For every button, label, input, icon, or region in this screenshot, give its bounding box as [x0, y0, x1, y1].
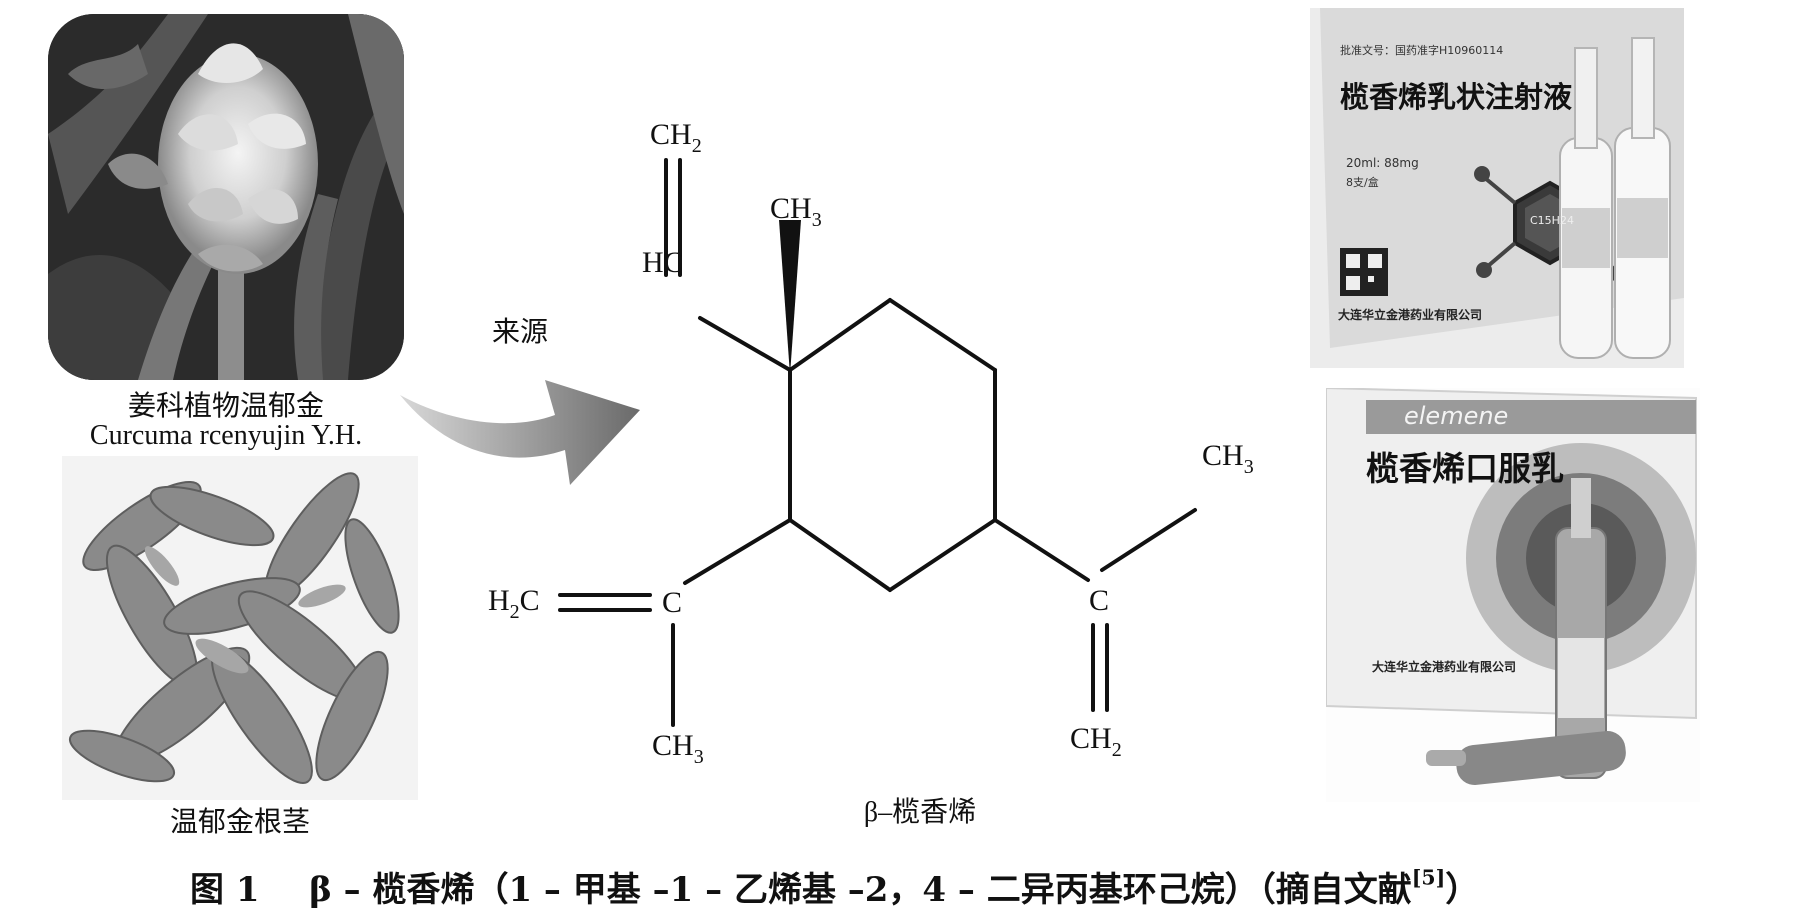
atom-ch2-right: CH2 — [1070, 722, 1122, 761]
atom-ch3-bottom: CH3 — [652, 729, 704, 768]
arrow-label: 来源 — [492, 317, 549, 348]
atom-ch3-right: CH3 — [1202, 439, 1254, 478]
source-arrow-icon — [400, 380, 640, 485]
wedge-bond — [779, 220, 801, 375]
atom-ch2-top: CH2 — [650, 118, 702, 157]
figure-caption-close: ） — [1445, 870, 1480, 910]
product-box-oral: elemene 榄香烯口服乳 大连华立金港药业有限公司 — [1326, 388, 1700, 802]
bond-ring-cright — [993, 518, 1090, 582]
figure-caption-ref: [5] — [1411, 865, 1446, 890]
atom-hc: HC — [642, 246, 684, 279]
box1-title: 榄香烯乳状注射液 — [1340, 80, 1573, 114]
plant-name-cn: 姜科植物温郁金 — [127, 391, 324, 422]
rhizome-photo-image — [62, 456, 418, 800]
figure-number: 图 1 — [190, 870, 260, 910]
box1-spec: 20ml: 88mg — [1346, 156, 1419, 170]
plant-photo-image — [48, 14, 404, 380]
product-box-injection: 批准文号：国药准字H10960114 榄香烯乳状注射液 20ml: 88mg 8… — [1310, 8, 1684, 368]
box2-brand: elemene — [1404, 402, 1509, 430]
product-box-injection-bg — [1310, 8, 1684, 368]
molecule-name: β–榄香烯 — [863, 797, 977, 828]
bond-ring-cleft — [683, 518, 792, 585]
figure-caption-text: β – 榄香烯（1 – 甲基 –1 – 乙烯基 –2，4 – 二异丙基环己烷）（… — [309, 870, 1412, 910]
plant-photo — [48, 14, 404, 380]
bond-ring-2 — [888, 298, 997, 372]
box1-pack: 8支/盒 — [1346, 176, 1379, 189]
atom-c-left: C — [662, 586, 682, 619]
box1-approval: 批准文号：国药准字H10960114 — [1340, 44, 1504, 57]
molecule-structure: CH2 CH3 HC H2C C CH3 CH3 C CH2 — [488, 118, 1254, 768]
bond-ring-1 — [788, 298, 892, 372]
box1-formula: C15H24 — [1530, 214, 1574, 227]
product-box-oral-bg — [1326, 388, 1700, 802]
atom-c-right: C — [1089, 584, 1109, 617]
atom-h2c-left: H2C — [488, 584, 540, 623]
box1-company: 大连华立金港药业有限公司 — [1338, 308, 1483, 322]
bond-cright-ch3 — [1100, 508, 1197, 572]
plant-name-latin: Curcuma rcenyujin Y.H. — [89, 420, 363, 451]
box2-title: 榄香烯口服乳 — [1366, 449, 1564, 488]
rhizome-label: 温郁金根茎 — [169, 807, 310, 838]
box2-company: 大连华立金港药业有限公司 — [1372, 660, 1517, 674]
rhizome-photo — [62, 456, 418, 800]
bond-hc-ring — [698, 316, 792, 372]
figure-caption: 图 1 β – 榄香烯（1 – 甲基 –1 – 乙烯基 –2，4 – 二异丙基环… — [190, 862, 1479, 911]
atom-ch3-top: CH3 — [770, 192, 822, 231]
bond-ring-5 — [788, 518, 892, 592]
bond-ring-4 — [888, 518, 997, 592]
